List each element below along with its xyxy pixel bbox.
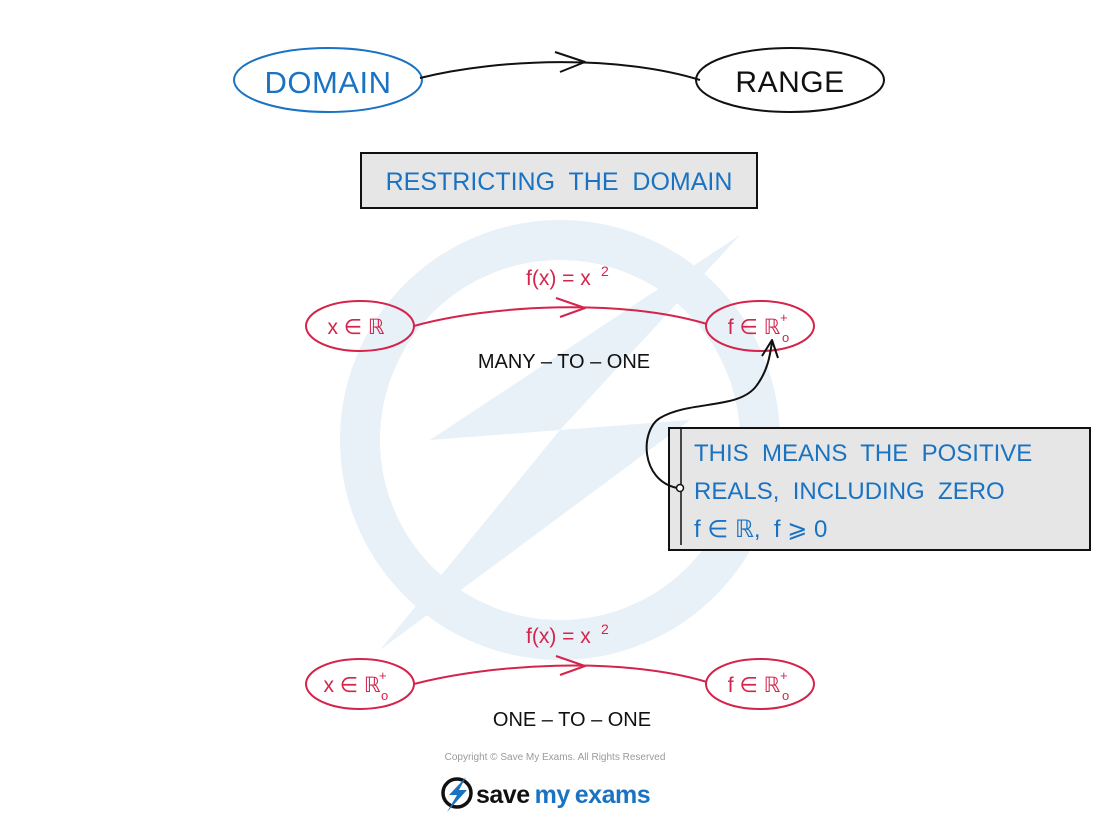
mapping1-range-superscript: +: [780, 310, 788, 325]
mapping2-domain-superscript: +: [379, 668, 387, 683]
mapping2-range-subscript: o: [782, 688, 789, 703]
mapping2-arrow: [413, 655, 708, 685]
brand-word-my: my: [535, 781, 571, 809]
mapping2-function-label: f(x) = x: [526, 625, 591, 648]
section-title-box: RESTRICTING THE DOMAIN: [360, 152, 758, 209]
mapping1-range-node: f ∈ ℝ + o: [705, 300, 815, 352]
mapping2-range-label: f ∈ ℝ: [728, 674, 781, 697]
mapping2-domain-node: x ∈ ℝ + o: [305, 658, 415, 710]
note-line-1: THIS MEANS THE POSITIVE: [694, 440, 1032, 467]
domain-range-arrow: [419, 51, 701, 81]
mapping1-range-subscript: o: [782, 330, 789, 345]
note-callout: THIS MEANS THE POSITIVE REALS, INCLUDING…: [668, 427, 1091, 551]
lightning-bolt-icon: [441, 777, 473, 812]
mapping1-caption: MANY – TO – ONE: [478, 351, 650, 373]
mapping2-function-exponent: 2: [601, 621, 609, 637]
mapping1-domain-label: x ∈ ℝ: [327, 316, 384, 339]
mapping1-function-exponent: 2: [601, 263, 609, 279]
range-node: RANGE: [695, 47, 885, 113]
domain-label: DOMAIN: [265, 65, 392, 100]
mapping1-function: f(x) = x 2: [526, 263, 609, 290]
section-title: RESTRICTING THE DOMAIN: [386, 168, 733, 196]
note-line-3: f ∈ ℝ, f ⩾ 0: [694, 516, 827, 543]
mapping2-domain-subscript: o: [381, 688, 388, 703]
mapping2-domain-label: x ∈ ℝ: [323, 674, 380, 697]
mapping2-caption: ONE – TO – ONE: [493, 709, 651, 731]
mapping1-function-label: f(x) = x: [526, 267, 591, 290]
note-pointer-arrow: [645, 339, 779, 493]
mapping1-arrow: [413, 297, 708, 327]
domain-node: DOMAIN: [233, 47, 423, 113]
brand-word-exams: exams: [575, 781, 650, 809]
brand-word-save: save: [476, 781, 530, 809]
note-line-2: REALS, INCLUDING ZERO: [694, 478, 1005, 505]
mapping2-range-superscript: +: [780, 668, 788, 683]
copyright-notice: Copyright © Save My Exams. All Rights Re…: [445, 752, 666, 763]
range-label: RANGE: [735, 66, 844, 99]
mapping2-range-node: f ∈ ℝ + o: [705, 658, 815, 710]
mapping2-function: f(x) = x 2: [526, 621, 609, 648]
mapping1-range-label: f ∈ ℝ: [728, 316, 781, 339]
